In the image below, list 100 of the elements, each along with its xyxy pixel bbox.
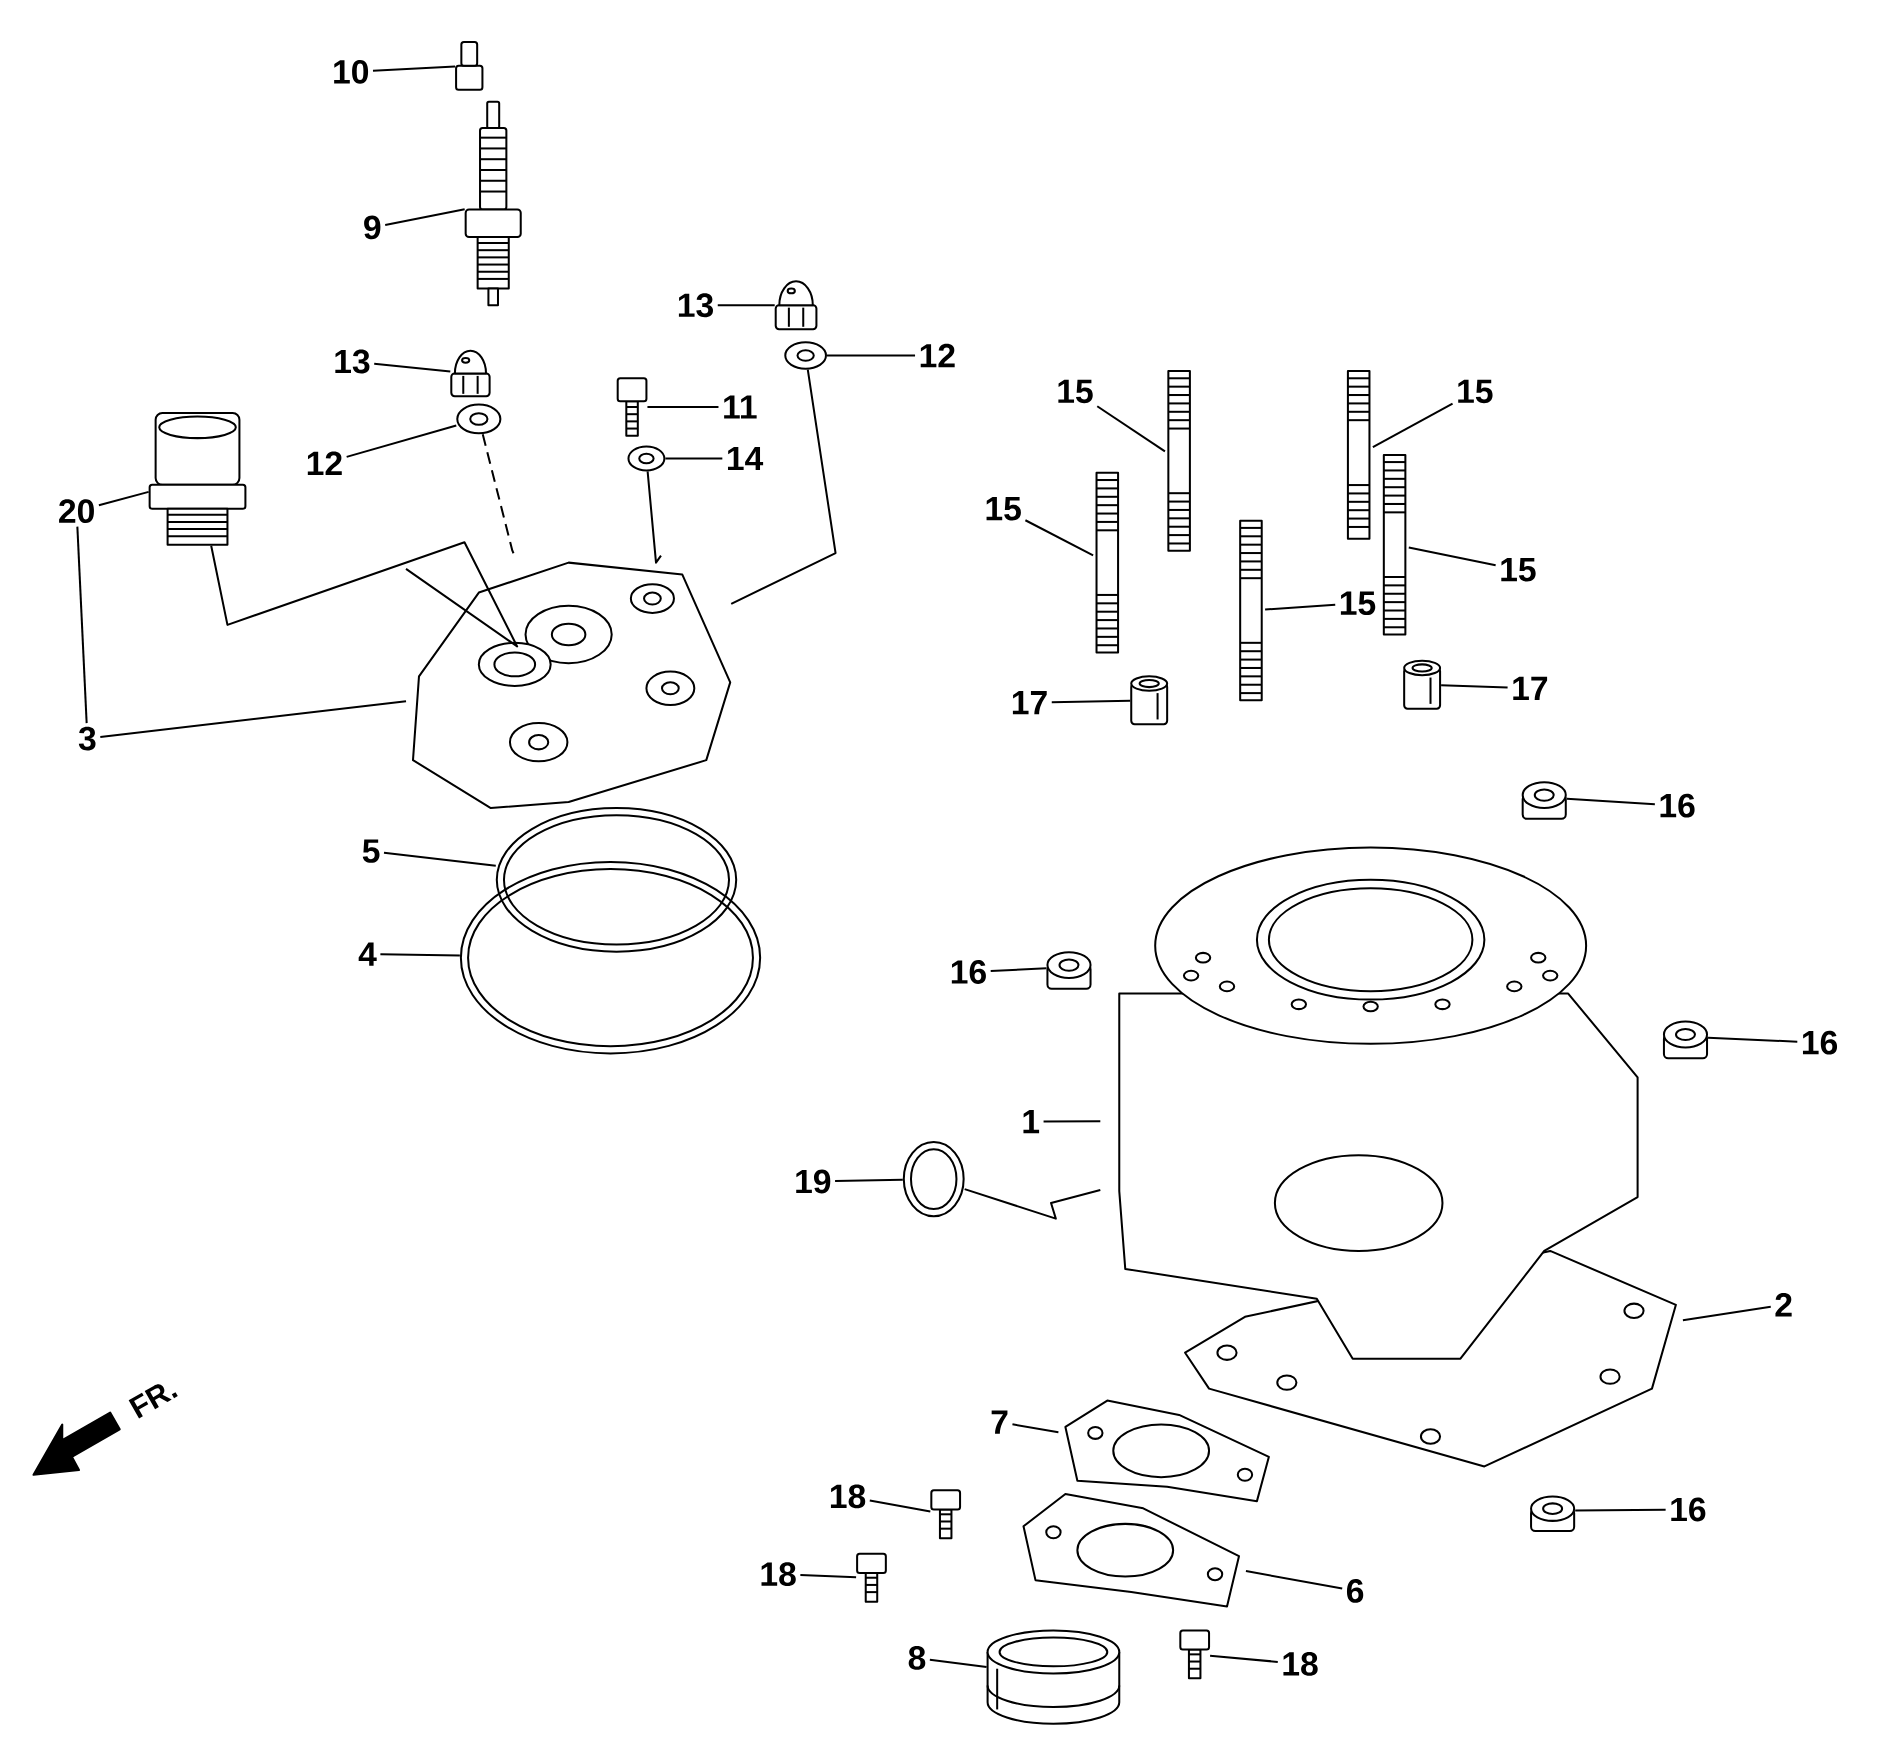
assembly-line: [646, 471, 662, 564]
nut-drawing: [1046, 951, 1092, 990]
nut-drawing: [1521, 781, 1567, 820]
callout-number: 19: [796, 1169, 831, 1194]
leader-line: [1408, 546, 1496, 567]
callout-number: 18: [1283, 1651, 1318, 1676]
stud-bolt-drawing: [1382, 453, 1407, 636]
o-ring-drawing: [459, 860, 762, 1055]
leader-line: [827, 354, 916, 357]
callout-number: 17: [1012, 690, 1047, 715]
leader-line: [1096, 405, 1166, 453]
assembly-line: [730, 369, 837, 605]
leader-line: [1043, 1120, 1101, 1123]
callout-number: 14: [728, 446, 764, 470]
cap-nut-drawing: [774, 280, 818, 331]
leader-line: [1024, 519, 1094, 557]
stud-bolt-drawing: [1346, 369, 1371, 540]
assembly-line: [964, 1188, 1101, 1220]
stud-bolt-drawing: [1239, 519, 1263, 702]
leader-line: [1566, 797, 1655, 806]
callout-number: 4: [358, 942, 377, 966]
callout-number: 15: [1058, 379, 1093, 404]
o-ring-drawing: [902, 1140, 965, 1218]
bolt-drawing: [930, 1489, 962, 1540]
leader-line: [372, 65, 456, 72]
cap-nut-drawing: [450, 349, 491, 398]
callout-number: 1: [1023, 1109, 1040, 1134]
callout-number: 20: [59, 499, 94, 523]
leader-line: [346, 424, 457, 458]
stud-bolt-drawing: [1167, 369, 1191, 552]
callout-number: 13: [678, 293, 713, 318]
callout-number: 3: [78, 726, 96, 751]
washer-drawing: [784, 341, 827, 370]
assembly-line: [481, 433, 516, 556]
washer-drawing: [627, 445, 666, 472]
callout-number: 8: [908, 1645, 926, 1670]
nut-drawing: [1530, 1495, 1576, 1532]
callout-number: 2: [1775, 1292, 1792, 1317]
bolt-drawing: [1179, 1629, 1211, 1680]
callout-number: 12: [920, 343, 955, 368]
callout-number: 17: [1513, 676, 1548, 700]
bolt-drawing: [856, 1552, 887, 1603]
callout-number: 6: [1346, 1578, 1364, 1603]
callout-number: 15: [986, 496, 1021, 521]
cylinder-head-drawing: [412, 561, 732, 809]
leader-line: [665, 457, 723, 460]
leader-line: [800, 1573, 857, 1578]
bolt-drawing: [616, 377, 648, 437]
leader-line: [1682, 1305, 1771, 1322]
plug-cap-drawing: [455, 40, 484, 91]
leader-line: [1012, 1423, 1059, 1434]
leader-line: [835, 1178, 903, 1182]
leader-line: [98, 490, 149, 507]
leader-line: [717, 304, 775, 307]
callout-number: 16: [1802, 1030, 1838, 1055]
callout-number: 15: [1340, 591, 1376, 615]
sleeve-drawing: [986, 1629, 1121, 1725]
callout-number: 7: [991, 1410, 1008, 1434]
callout-number: 15: [1501, 557, 1536, 582]
nut-drawing: [1662, 1020, 1709, 1060]
leader-line: [1575, 1508, 1666, 1512]
leader-line: [990, 967, 1047, 972]
callout-number: 12: [307, 451, 342, 475]
callout-number: 11: [724, 395, 757, 419]
callout-number: 5: [362, 839, 380, 863]
leader-line: [383, 851, 496, 867]
sensor-drawing: [148, 411, 247, 546]
leader-line: [374, 362, 451, 373]
cylinder-drawing: [1118, 846, 1639, 1360]
callout-number: 10: [334, 59, 369, 84]
dowel-pin-drawing: [1403, 659, 1442, 710]
callout-number: 18: [761, 1562, 796, 1586]
leader-line: [647, 405, 719, 408]
spark-plug-drawing: [464, 100, 522, 307]
leader-line: [385, 208, 465, 226]
callout-number: 16: [951, 959, 986, 984]
callout-number: 15: [1458, 379, 1493, 404]
leader-line: [1209, 1654, 1278, 1663]
leader-line: [100, 700, 407, 738]
leader-line: [1265, 603, 1336, 611]
leader-line: [869, 1499, 931, 1513]
callout-number: 18: [830, 1484, 866, 1509]
callout-number: 13: [335, 349, 370, 374]
leader-line: [929, 1658, 987, 1668]
leader-line: [1441, 684, 1508, 689]
leader-line: [76, 526, 88, 723]
flange-gasket-drawing: [1064, 1399, 1270, 1502]
washer-drawing: [456, 403, 502, 435]
callout-number: 16: [1671, 1497, 1706, 1522]
leader-line: [1051, 699, 1131, 704]
leader-line: [1708, 1036, 1798, 1043]
direction-label: FR.: [128, 1384, 178, 1419]
stud-bolt-drawing: [1095, 471, 1120, 654]
o-ring-drawing: [495, 806, 738, 953]
callout-number: 16: [1660, 793, 1695, 818]
assembly-line: [210, 541, 519, 648]
dowel-pin-drawing: [1130, 675, 1169, 726]
leader-line: [1245, 1569, 1343, 1590]
flange-gasket-drawing: [1022, 1492, 1240, 1608]
callout-number: 9: [364, 215, 381, 240]
